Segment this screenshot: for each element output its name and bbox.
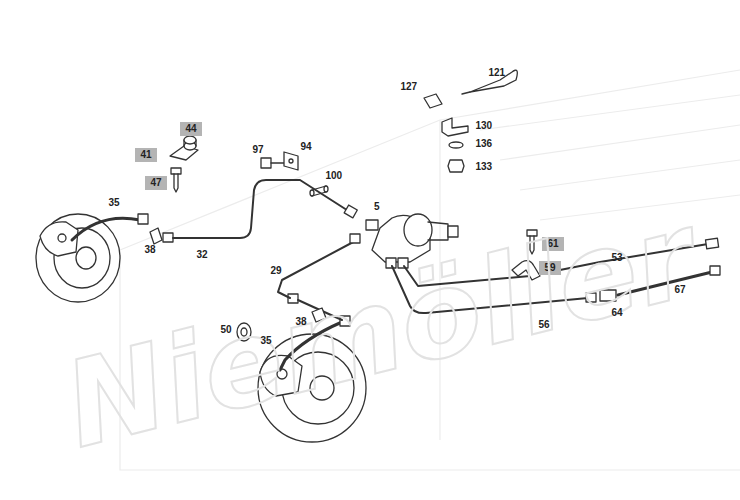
callout-number: 121: [489, 67, 506, 79]
highlighted-callout: 47: [145, 176, 166, 190]
highlighted-callout: 59: [539, 261, 560, 275]
clip-assembly: [170, 136, 198, 192]
brake-pipe: [278, 240, 357, 298]
hose-fitting: [340, 316, 350, 326]
hose-fitting: [138, 214, 148, 224]
pipe-clip: [150, 228, 162, 244]
union-fitting: [366, 220, 378, 230]
callout-number: 136: [476, 138, 493, 150]
callout-number: 61: [547, 238, 558, 250]
screw: [527, 230, 537, 254]
background-panel: [120, 70, 740, 470]
nut: [448, 160, 464, 172]
brake-distributor: [372, 214, 458, 268]
callout-number: 127: [401, 81, 418, 93]
callout-number: 64: [612, 307, 623, 319]
pipe-clip: [312, 308, 326, 322]
callout-number: 44: [185, 123, 196, 135]
callout-number: 41: [140, 149, 151, 161]
brake-pipe: [173, 180, 350, 238]
brake-hose: [72, 218, 140, 240]
callout-number: 59: [544, 262, 555, 274]
callout-number: 130: [476, 120, 493, 132]
callout-number: 38: [145, 244, 156, 256]
callout-number: 94: [301, 141, 312, 153]
watermark: Niemöller: [54, 195, 706, 465]
pipe-clip: [512, 261, 540, 280]
highlighted-callout: 41: [135, 148, 156, 162]
clip: [424, 94, 442, 108]
callout-number: 133: [476, 161, 493, 173]
brake-hose: [618, 272, 712, 295]
highlighted-callout: 61: [542, 237, 563, 251]
callout-number: 32: [197, 249, 208, 261]
brake-disc: [36, 214, 120, 302]
callout-number: 97: [253, 144, 264, 156]
callout-number: 5: [374, 201, 380, 213]
bracket: [442, 118, 468, 136]
callout-number: 29: [271, 265, 282, 277]
washer: [449, 142, 463, 148]
callout-number: 35: [261, 335, 272, 347]
callout-number: 47: [150, 177, 161, 189]
bracket-assembly: [261, 152, 328, 196]
callout-number: 100: [326, 170, 343, 182]
callout-number: 35: [109, 197, 120, 209]
callout-number: 67: [675, 284, 686, 296]
grommet: [237, 323, 251, 341]
highlighted-callout: 44: [180, 122, 201, 136]
callout-number: 38: [296, 316, 307, 328]
callout-number: 50: [221, 324, 232, 336]
callout-number: 56: [539, 319, 550, 331]
pipe-connector: [600, 290, 616, 301]
brake-disc: [258, 334, 366, 442]
callout-number: 53: [612, 252, 623, 264]
pipe-nut: [163, 233, 173, 242]
brake-hose: [280, 322, 342, 370]
